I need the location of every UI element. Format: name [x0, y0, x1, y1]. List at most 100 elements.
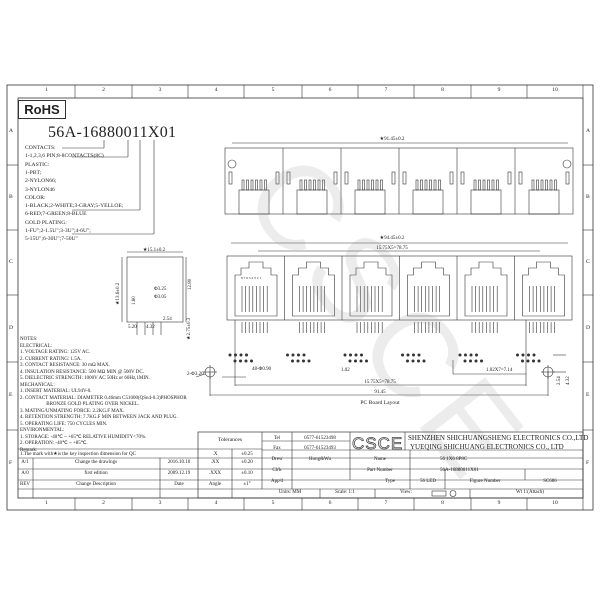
note-line: 3. CONTACT RESISTANCE: 30 mΩ MAX.	[20, 363, 110, 368]
pcb-pin-pitch-dim: 1.02	[341, 368, 350, 373]
top-view-pin	[540, 179, 544, 191]
part-code-line: 2-NYLON66;	[25, 178, 57, 185]
note-line: ENVIRONMENTAL:	[20, 428, 65, 433]
tolerance-key: .XX	[210, 460, 220, 465]
top-view-pin	[375, 179, 379, 191]
note-line: 5. OPERATING LIFE: 750 CYCLES MIN.	[20, 421, 108, 427]
pcb-pin-hole	[353, 359, 357, 363]
rj45-port-2	[292, 261, 335, 317]
row-label-left: C	[9, 258, 13, 265]
side-254-dim: 2.54	[163, 317, 172, 322]
pcb-pin-hole	[250, 359, 254, 363]
top-view-latch	[275, 171, 280, 185]
top-view-latch	[460, 171, 465, 185]
column-label-bottom: 9	[497, 500, 501, 506]
column-label-top: 8	[441, 87, 444, 93]
rj45-port-3	[349, 261, 393, 317]
top-view-pin	[438, 179, 441, 191]
top-view-port	[296, 189, 328, 215]
row-label-right: F	[586, 460, 590, 466]
pcb-pin-hole	[301, 359, 305, 363]
part-code-line: 1-FU";2-1.5U";3-3U";4-6U";	[25, 228, 91, 234]
side-height-dim: ★13.6±0.2	[116, 282, 121, 305]
company-logo: CSCE	[352, 434, 404, 454]
part-code-line: GOLD PLATING:	[25, 219, 67, 226]
top-view-pin	[531, 179, 535, 191]
part-code-line: 6-RED;7-GREEN;8-BLUE	[25, 211, 87, 218]
part-code-number: 56A-16880011X01	[48, 124, 177, 141]
pcb-pin-hole	[348, 353, 352, 357]
tolerance-value: ±1°	[243, 482, 251, 487]
row-label-right: B	[586, 193, 590, 200]
rj45-port-6	[522, 261, 565, 317]
tolerance-value: ±0.20	[241, 460, 253, 465]
side-160-dim: 1.60	[132, 296, 137, 305]
column-label-top: 4	[214, 87, 218, 93]
top-view-pin	[317, 179, 321, 191]
top-view-pin	[264, 179, 267, 191]
note-line: 2. CURRENT RATING: 1.5A.	[20, 356, 82, 362]
column-label-top: 3	[158, 87, 162, 93]
view-projection-icon	[431, 490, 447, 497]
tolerance-key: .XXX	[208, 471, 222, 476]
pcb-row-span-dim: 1.02X7=7.14	[486, 368, 513, 373]
row-label-right: E	[586, 392, 590, 398]
column-label-top: 2	[102, 87, 105, 93]
top-view-pin	[536, 179, 539, 191]
pcb-pin-hole	[359, 359, 363, 363]
row-label-left: D	[9, 324, 14, 331]
pin-numbers: 8 7 6 5 4 3 2 1	[241, 276, 262, 280]
top-view-pin	[246, 179, 249, 191]
top-view-port	[412, 189, 444, 215]
part-code-line: PLASTIC:	[25, 161, 50, 168]
company-name-2: YUEQING SHICHUANG ELECTRONICS CO., LTD	[410, 443, 564, 451]
top-view-latch	[333, 171, 338, 185]
units-text: Units: MM	[278, 490, 302, 495]
tel-value: 0577-61523498	[304, 436, 336, 441]
part-code-line: 5-15U";6-30U";7-50U"	[25, 236, 78, 243]
revision-description: first edition	[84, 471, 108, 476]
note-line: 4. RETENTION STRENGTH: 7.7KG.F MIN BETWE…	[20, 415, 178, 420]
top-view-pin	[299, 179, 303, 191]
pcb-pin-hole	[532, 353, 536, 357]
tolerance-key: Angle	[208, 482, 222, 487]
top-view-latch	[228, 171, 233, 185]
name-label: Name	[374, 457, 386, 462]
note-line: 2. CONTACT MATERIAL: DIAMETER 0.46mm C51…	[20, 395, 187, 401]
tolerance-value: ±0.25	[241, 452, 253, 457]
side-view-outline	[126, 256, 184, 323]
top-view-pin	[429, 179, 432, 191]
top-view-pin	[545, 179, 548, 191]
pcb-pin-hole	[521, 353, 525, 357]
pcb-432-dim: 4.32	[566, 376, 571, 385]
sheet-text: Wt 1:(Attach)	[516, 490, 544, 495]
top-view-pin	[549, 179, 553, 191]
top-view-latch	[565, 171, 570, 185]
pcb-pin-hole	[359, 353, 363, 357]
top-view-pin	[304, 179, 307, 191]
row-label-left: A	[9, 127, 14, 134]
mount-post-left	[227, 159, 237, 169]
pcb-pin-hole	[239, 353, 243, 357]
note-line: Remark:	[20, 447, 38, 453]
top-view-latch	[402, 171, 407, 185]
pcb-pin-hole	[416, 359, 420, 363]
chk-label: Ch'k	[272, 468, 282, 473]
view-label: View:	[400, 490, 412, 495]
side-hole2-dim: Φ3.05	[154, 295, 167, 300]
front-view-width-dim: ★94.45±0.2	[379, 236, 405, 241]
top-view-pin	[420, 179, 423, 191]
pcb-pin-hole	[479, 359, 483, 363]
note-line: 4. INSULATION RESISTANCE: 500 MΩ MIN @ 5…	[20, 369, 144, 375]
pcb-layout-title: PC Board Layout	[360, 400, 400, 406]
pcb-total-dim: 91.45	[374, 390, 386, 395]
pcb-mount-holes-dim: 2-Φ3.20	[187, 372, 204, 377]
figure-number-label: Figure Number	[469, 479, 501, 484]
tolerance-key: .X	[212, 452, 218, 457]
part-code-line: 1-PBT;	[25, 169, 42, 176]
rev-header: REV	[20, 482, 30, 487]
top-view-latch	[344, 171, 349, 185]
pcb-pin-hole	[520, 359, 524, 363]
column-label-bottom: 5	[271, 500, 275, 506]
top-view-pin	[357, 179, 361, 191]
